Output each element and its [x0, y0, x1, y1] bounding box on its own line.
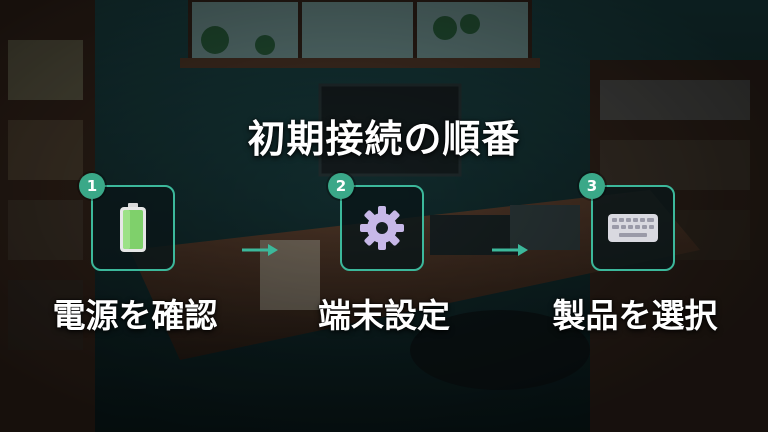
step-3-number-badge: 3 [579, 173, 605, 199]
battery-icon [120, 203, 146, 252]
gear-icon [360, 206, 404, 250]
arrow-right-icon [242, 244, 278, 256]
page-title: 初期接続の順番 [247, 117, 521, 161]
keyboard-icon [608, 214, 658, 242]
step-3-icon-box [591, 185, 675, 271]
step-3-label: 製品を選択 [552, 296, 718, 335]
step-1: 1 電源を確認 [40, 173, 230, 343]
step-1-icon-box [91, 185, 175, 271]
step-1-label: 電源を確認 [52, 296, 218, 335]
step-1-number-badge: 1 [79, 173, 105, 199]
step-2-number-badge: 2 [328, 173, 354, 199]
step-3: 3 製品を選択 [540, 173, 730, 343]
step-2-icon-box [340, 185, 424, 271]
arrow-right-icon [492, 244, 528, 256]
step-2-label: 端末設定 [318, 296, 450, 335]
step-2: 2 端末設定 [289, 173, 479, 343]
